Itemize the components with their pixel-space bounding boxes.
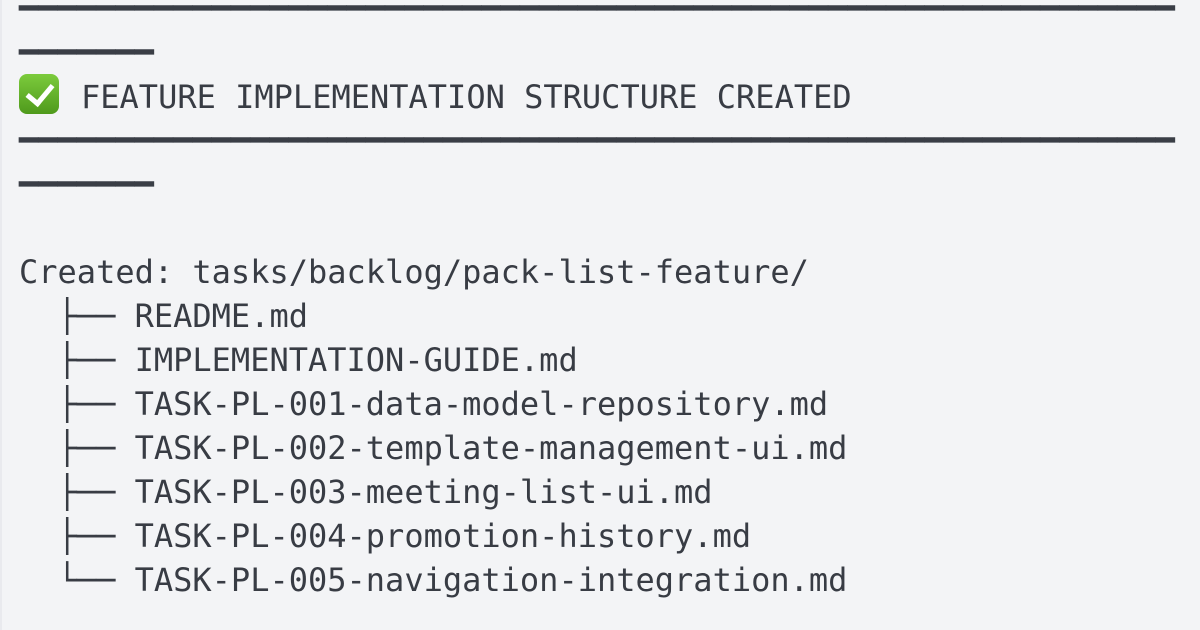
tree-item: ├── README.md <box>19 297 308 335</box>
pane-edge <box>0 0 2 630</box>
created-path: Created: tasks/backlog/pack-list-feature… <box>19 253 809 291</box>
tree-item: ├── TASK-PL-001-data-model-repository.md <box>19 385 829 423</box>
header-title: FEATURE IMPLEMENTATION STRUCTURE CREATED <box>81 78 852 116</box>
separator-top: ━━━━━━━━━━━━━━━━━━━━━━━━━━━━━━━━━━━━━━━━… <box>19 0 1175 71</box>
tree-item: ├── TASK-PL-003-meeting-list-ui.md <box>19 473 713 511</box>
check-mark-icon <box>19 74 59 114</box>
tree-item: ├── TASK-PL-004-promotion-history.md <box>19 517 752 555</box>
tree-item: ├── TASK-PL-002-template-management-ui.m… <box>19 429 848 467</box>
tree-item: ├── IMPLEMENTATION-GUIDE.md <box>19 341 578 379</box>
tree-item: └── TASK-PL-005-navigation-integration.m… <box>19 561 848 599</box>
terminal-output: ━━━━━━━━━━━━━━━━━━━━━━━━━━━━━━━━━━━━━━━━… <box>19 0 1175 602</box>
separator-bottom: ━━━━━━━━━━━━━━━━━━━━━━━━━━━━━━━━━━━━━━━━… <box>19 121 1175 203</box>
blank-line <box>19 206 1175 250</box>
header-line: FEATURE IMPLEMENTATION STRUCTURE CREATED <box>19 74 1175 118</box>
